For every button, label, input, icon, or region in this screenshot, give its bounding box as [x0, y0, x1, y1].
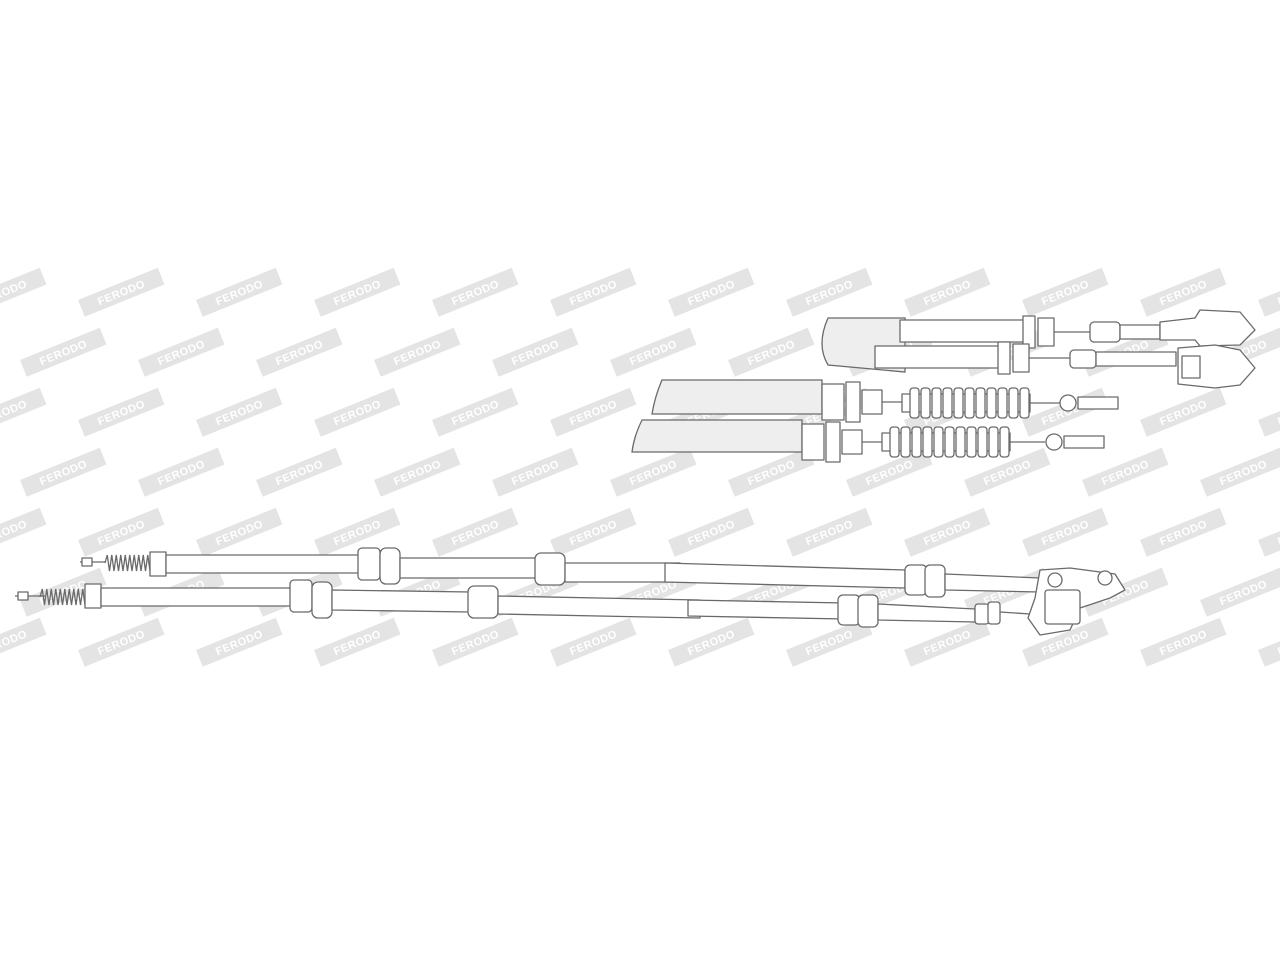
watermark-plate: FERODO	[786, 267, 873, 317]
watermark-plate: FERODO	[1140, 617, 1227, 667]
watermark-plate: FERODO	[432, 617, 519, 667]
watermark-plate: FERODO	[610, 447, 697, 497]
lower-cable-end-detail	[631, 379, 1119, 463]
upper-cable-end-detail	[821, 309, 1256, 389]
watermark-plate: FERODO	[374, 447, 461, 497]
watermark-plate: FERODO	[1258, 507, 1280, 557]
watermark-plate: FERODO	[78, 387, 165, 437]
watermark-plate: FERODO	[550, 267, 637, 317]
watermark-plate: FERODO	[1140, 387, 1227, 437]
watermark-plate: FERODO	[1258, 387, 1280, 437]
watermark-plate: FERODO	[786, 507, 873, 557]
watermark-plate: FERODO	[1200, 447, 1280, 497]
watermark-plate: FERODO	[314, 387, 401, 437]
rubber-boot	[889, 426, 1010, 458]
watermark-plate: FERODO	[550, 617, 637, 667]
end-spring	[104, 554, 151, 572]
watermark-plate: FERODO	[20, 447, 107, 497]
watermark-plate: FERODO	[255, 327, 343, 377]
watermark-plate: FERODO	[0, 617, 47, 667]
watermark-plate: FERODO	[1022, 507, 1109, 557]
watermark-plate: FERODO	[492, 327, 579, 377]
watermark-plate: FERODO	[904, 617, 991, 667]
watermark-plate: FERODO	[668, 507, 755, 557]
watermark-plate: FERODO	[668, 617, 755, 667]
watermark-plate: FERODO	[432, 387, 519, 437]
watermark-plate: FERODO	[1258, 267, 1280, 317]
watermark-plate: FERODO	[668, 267, 755, 317]
watermark-plate: FERODO	[1258, 617, 1280, 667]
equalizer-yoke	[999, 567, 1126, 636]
watermark-plate: FERODO	[0, 507, 47, 557]
watermark-plate: FERODO	[196, 507, 283, 557]
watermark-plate: FERODO	[314, 617, 401, 667]
end-spring	[39, 588, 86, 606]
watermark-plate: FERODO	[1082, 447, 1169, 497]
watermark-plate: FERODO	[196, 617, 283, 667]
watermark-plate: FERODO	[78, 617, 165, 667]
watermark-plate: FERODO	[728, 327, 815, 377]
watermark-plate: FERODO	[138, 447, 225, 497]
watermark-plate: FERODO	[0, 267, 47, 317]
watermark-plate: FERODO	[20, 327, 107, 377]
watermark-plate: FERODO	[255, 447, 343, 497]
watermark-plate: FERODO	[78, 267, 165, 317]
watermark-plate: FERODO	[196, 267, 283, 317]
watermark-plate: FERODO	[904, 507, 991, 557]
watermark-plate: FERODO	[432, 267, 519, 317]
watermark-plate: FERODO	[1022, 267, 1109, 317]
watermark-plate: FERODO	[1140, 507, 1227, 557]
watermark-plate: FERODO	[904, 267, 991, 317]
watermark-plate: FERODO	[1200, 567, 1280, 617]
watermark-plate: FERODO	[138, 327, 225, 377]
upper-long-cable	[80, 547, 1041, 598]
watermark-plate: FERODO	[1140, 267, 1227, 317]
watermark-plate: FERODO	[78, 507, 165, 557]
main-brake-cable-assembly	[15, 547, 1126, 636]
watermark-plate: FERODO	[432, 507, 519, 557]
watermark-plate: FERODO	[550, 387, 637, 437]
watermark-plate: FERODO	[492, 447, 579, 497]
watermark-plate: FERODO	[374, 327, 461, 377]
rubber-boot	[909, 387, 1030, 419]
watermark-plate: FERODO	[550, 507, 637, 557]
watermark-plate: FERODO	[0, 387, 47, 437]
watermark-plate: FERODO	[196, 387, 283, 437]
watermark-plate: FERODO	[314, 267, 401, 317]
watermark-plate: FERODO	[610, 327, 697, 377]
lower-long-cable	[15, 579, 1001, 628]
